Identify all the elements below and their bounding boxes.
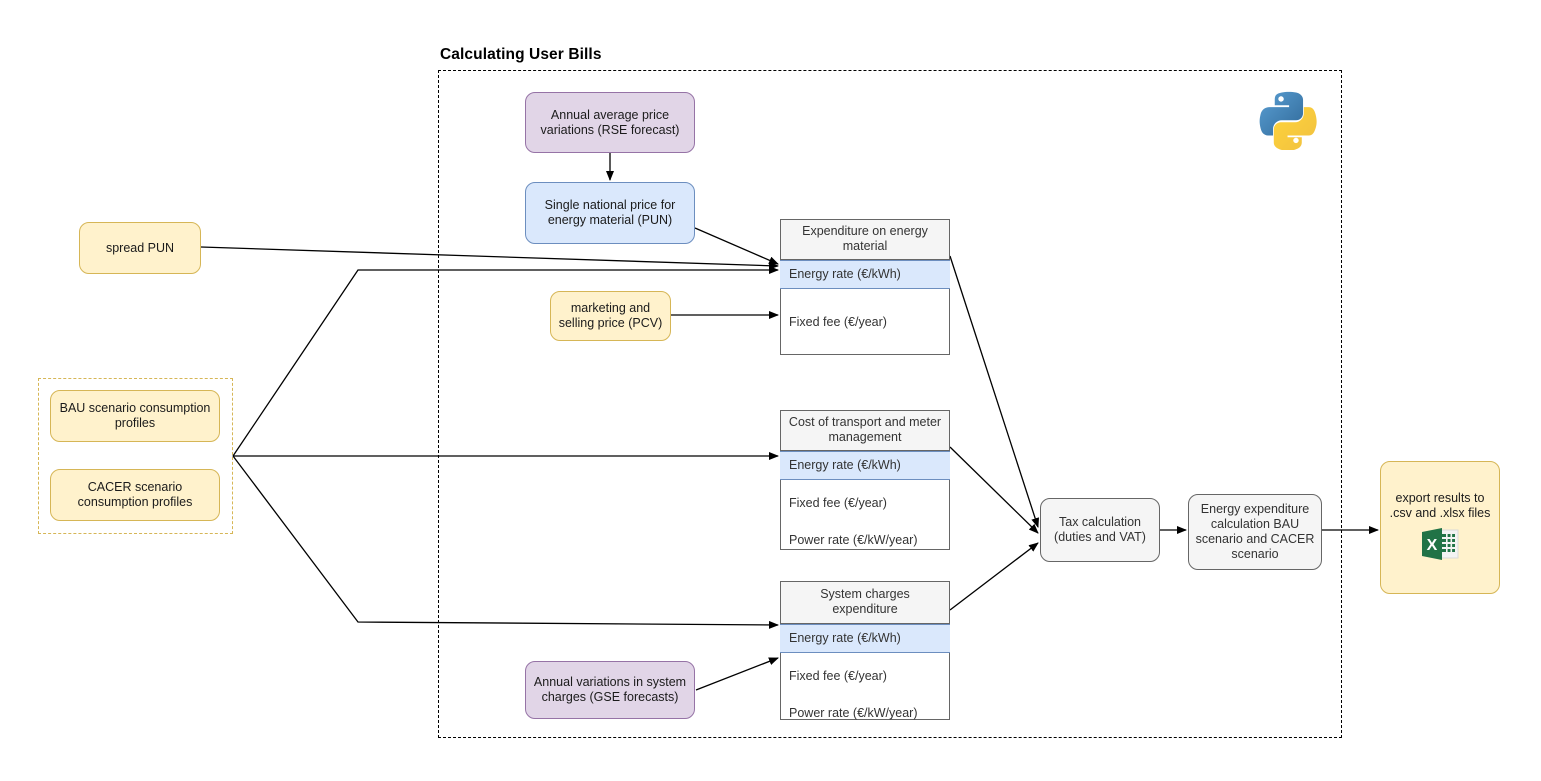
table-header: System charges expenditure bbox=[781, 582, 949, 624]
table-system-charges-expenditure: System charges expenditure Energy rate (… bbox=[780, 581, 950, 720]
table-row[interactable]: Power rate (€/kW/year) bbox=[789, 706, 918, 720]
node-cacer-profiles[interactable]: CACER scenario consumption profiles bbox=[50, 469, 220, 521]
table-row[interactable]: Fixed fee (€/year) bbox=[789, 669, 887, 683]
node-cacer-profiles-label: CACER scenario consumption profiles bbox=[77, 480, 193, 509]
node-export-results[interactable]: export results to .csv and .xlsx files X bbox=[1380, 461, 1500, 594]
svg-text:X: X bbox=[1427, 537, 1438, 554]
table-row[interactable]: Energy rate (€/kWh) bbox=[780, 451, 950, 480]
node-pcv[interactable]: marketing and selling price (PCV) bbox=[550, 291, 671, 341]
node-pun[interactable]: Single national price for energy materia… bbox=[525, 182, 695, 244]
node-rse-forecast[interactable]: Annual average price variations (RSE for… bbox=[525, 92, 695, 153]
table-expenditure-on-energy-material: Expenditure on energy material Energy ra… bbox=[780, 219, 950, 355]
node-pcv-label: marketing and selling price (PCV) bbox=[558, 301, 663, 330]
table-row[interactable]: Energy rate (€/kWh) bbox=[780, 260, 950, 289]
node-gse-forecast[interactable]: Annual variations in system charges (GSE… bbox=[525, 661, 695, 719]
table-row[interactable]: Fixed fee (€/year) bbox=[789, 496, 887, 510]
node-spread-pun-label: spread PUN bbox=[105, 240, 175, 255]
table-row[interactable]: Fixed fee (€/year) bbox=[789, 315, 887, 329]
node-energy-expenditure-calculation-label: Energy expenditure calculation BAU scena… bbox=[1195, 502, 1315, 561]
table-row[interactable]: Energy rate (€/kWh) bbox=[780, 624, 950, 653]
node-rse-forecast-label: Annual average price variations (RSE for… bbox=[540, 107, 680, 137]
node-tax-calculation[interactable]: Tax calculation (duties and VAT) bbox=[1040, 498, 1160, 562]
node-gse-forecast-label: Annual variations in system charges (GSE… bbox=[533, 675, 687, 704]
table-cost-of-transport-and-meter-management: Cost of transport and meter management E… bbox=[780, 410, 950, 550]
node-pun-label: Single national price for energy materia… bbox=[544, 198, 676, 227]
table-header: Cost of transport and meter management bbox=[781, 411, 949, 451]
node-energy-expenditure-calculation[interactable]: Energy expenditure calculation BAU scena… bbox=[1188, 494, 1322, 570]
node-tax-calculation-label: Tax calculation (duties and VAT) bbox=[1054, 515, 1146, 544]
node-bau-profiles-label: BAU scenario consumption profiles bbox=[59, 401, 211, 430]
table-row[interactable]: Power rate (€/kW/year) bbox=[789, 533, 918, 547]
node-spread-pun[interactable]: spread PUN bbox=[79, 222, 201, 274]
excel-file-icon: X bbox=[1420, 527, 1460, 565]
table-header: Expenditure on energy material bbox=[781, 220, 949, 260]
page-title: Calculating User Bills bbox=[440, 46, 602, 63]
node-bau-profiles[interactable]: BAU scenario consumption profiles bbox=[50, 390, 220, 442]
python-logo-icon bbox=[1258, 88, 1320, 151]
node-export-results-label: export results to .csv and .xlsx files bbox=[1389, 490, 1491, 520]
